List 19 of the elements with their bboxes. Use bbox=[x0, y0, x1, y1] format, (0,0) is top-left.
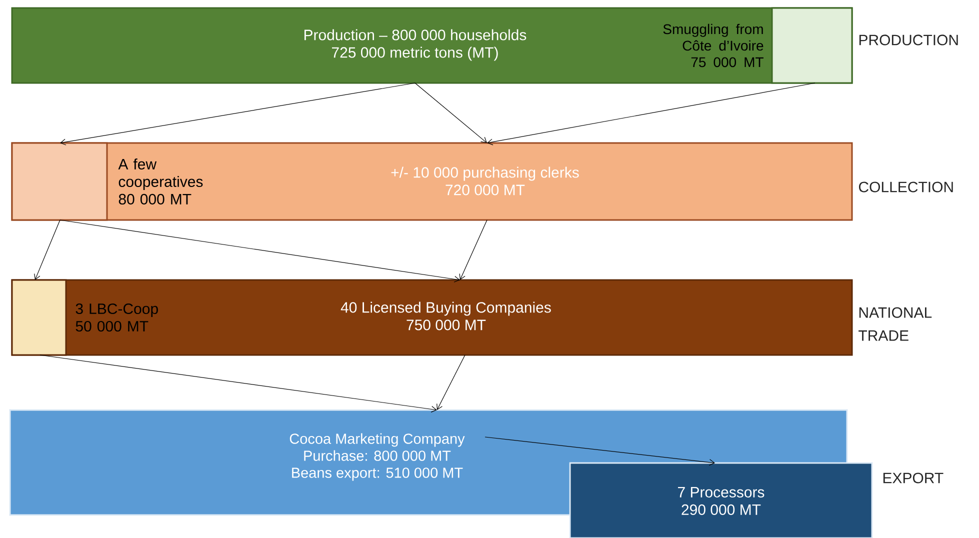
level-label: NATIONAL TRADE bbox=[858, 307, 932, 341]
arrow bbox=[60, 82, 416, 146]
box-caption: 3 LBC-Coop 50 000 MT bbox=[76, 303, 158, 332]
arrow bbox=[60, 220, 460, 282]
small-box bbox=[771, 7, 853, 84]
box-caption: Smuggling from Côte d’Ivoire 75 000 MT bbox=[663, 24, 764, 68]
arrow bbox=[487, 82, 816, 146]
small-box bbox=[11, 142, 108, 221]
arrow bbox=[459, 220, 488, 280]
arrow bbox=[436, 354, 466, 410]
level-label: EXPORT bbox=[883, 472, 944, 484]
level-label: COLLECTION bbox=[858, 182, 953, 192]
arrow bbox=[40, 354, 437, 412]
arrow bbox=[34, 220, 60, 280]
arrow bbox=[484, 436, 715, 466]
arrow bbox=[414, 82, 487, 143]
flow-box: 7 Processors 290 000 MT bbox=[569, 462, 873, 538]
box-caption: A few cooperatives 80 000 MT bbox=[118, 158, 203, 204]
small-box bbox=[11, 279, 67, 356]
